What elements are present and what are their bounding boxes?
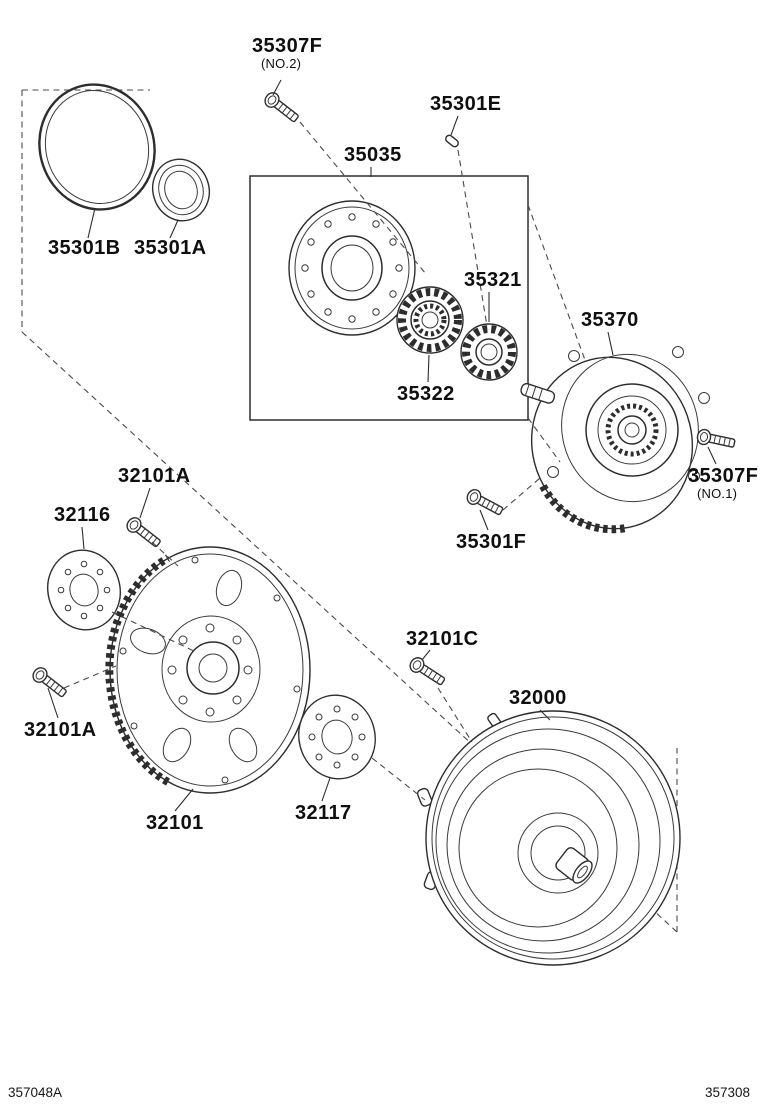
part-label-32117: 32117 [295, 802, 352, 824]
part-number: 35321 [464, 269, 522, 291]
part-label-35301F: 35301F [456, 531, 527, 553]
part-label-35321: 35321 [464, 269, 522, 291]
figure-code-right: 357308 [704, 1085, 750, 1100]
part-drawing-35322 [396, 286, 464, 354]
part-number: 32101A [24, 719, 97, 741]
part-label-32101A-upper: 32101A [118, 465, 191, 487]
part-label-35307F-no1: 35307F (NO.1) [688, 465, 759, 502]
label-leader-lines [47, 79, 717, 812]
part-label-35370: 35370 [581, 309, 639, 331]
part-drawing-35035 [249, 175, 529, 421]
part-drawing-32101A-upper [123, 514, 164, 551]
part-label-35307F-no2: 35307F (NO.2) [252, 35, 323, 72]
part-drawing-35301A [151, 158, 211, 222]
part-number: 32101 [146, 812, 204, 834]
part-drawing-32117 [298, 694, 376, 780]
part-label-32000: 32000 [509, 687, 567, 709]
part-number: 32116 [54, 504, 111, 526]
part-drawing-32101A-lower [29, 664, 70, 701]
part-number: 35301B [48, 237, 121, 259]
part-label-35301A: 35301A [134, 237, 207, 259]
part-drawing-35307F-no2 [261, 89, 302, 126]
part-number: 35307F [252, 35, 323, 57]
part-label-32101A-lower: 32101A [24, 719, 97, 741]
part-number: 35322 [397, 383, 455, 405]
part-label-35301E: 35301E [430, 93, 502, 115]
part-number: 32117 [295, 802, 352, 824]
part-label-35301B: 35301B [48, 237, 121, 259]
part-label-35035: 35035 [344, 144, 402, 166]
part-drawing-32101C [406, 654, 448, 689]
part-number: 35301E [430, 93, 502, 115]
part-drawing-32000 [416, 710, 681, 966]
part-number: 35301F [456, 531, 527, 553]
part-drawing-35321 [460, 323, 518, 381]
part-label-32116: 32116 [54, 504, 111, 526]
part-number: 32101C [406, 628, 479, 650]
part-number: 35307F [688, 465, 759, 487]
part-drawing-35301F [464, 486, 506, 519]
part-drawing-35307F-no1 [695, 427, 737, 452]
part-drawing-32101 [105, 546, 311, 794]
part-label-35322: 35322 [397, 383, 455, 405]
part-number: 32000 [509, 687, 567, 709]
part-number: 35035 [344, 144, 402, 166]
assembly-dashed-leaders [63, 121, 586, 801]
part-label-32101: 32101 [146, 812, 204, 834]
part-number-qualifier: (NO.2) [261, 56, 302, 72]
part-drawing-35301B [38, 83, 156, 211]
part-number-qualifier: (NO.1) [697, 486, 738, 502]
part-drawing-32116 [47, 549, 121, 631]
part-drawing-35301E [445, 134, 459, 148]
figure-code-left: 357048A [8, 1085, 63, 1100]
part-number: 35301A [134, 237, 207, 259]
part-number: 32101A [118, 465, 191, 487]
part-label-32101C: 32101C [406, 628, 479, 650]
part-drawing-35370 [520, 346, 710, 534]
part-number: 35370 [581, 309, 639, 331]
